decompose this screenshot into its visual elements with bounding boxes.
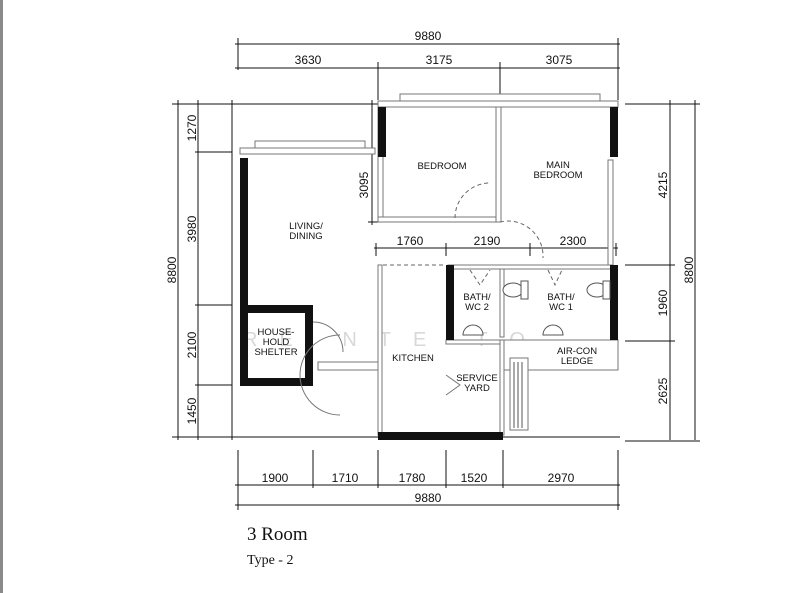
- dim-bottom-2: 1710: [332, 471, 359, 485]
- dim-bottom-1: 1900: [262, 471, 289, 485]
- dim-left-4: 1450: [185, 397, 199, 424]
- dim-bottom-total: 9880: [415, 491, 442, 505]
- entrance-doors: [299, 321, 461, 416]
- dim-top-3: 3075: [546, 53, 573, 67]
- room-aircon-line2: LEDGE: [561, 356, 593, 367]
- dim-top-1: 3630: [295, 53, 322, 67]
- room-main-bedroom-line1: MAIN: [546, 160, 570, 171]
- dim-inner-2: 2190: [474, 234, 501, 248]
- room-bath1-line2: WC 1: [549, 302, 573, 313]
- dim-left-2: 3980: [185, 215, 199, 242]
- dim-bottom-3: 1780: [399, 471, 426, 485]
- plan-subtitle: Type - 2: [247, 553, 294, 568]
- room-bath2-line1: BATH/: [463, 292, 491, 303]
- dim-bottom-5: 2970: [548, 471, 575, 485]
- room-main-bedroom-line2: BEDROOM: [533, 170, 582, 181]
- room-bedroom: BEDROOM: [417, 161, 466, 172]
- left-edge-strip: [0, 0, 3, 593]
- dim-inner-1: 1760: [397, 234, 424, 248]
- dim-right-total: 8800: [682, 256, 696, 283]
- room-shelter-line1: HOUSE-: [258, 327, 295, 338]
- room-service-yard-line2: YARD: [464, 383, 490, 394]
- doors: [383, 182, 563, 287]
- dimension-lines: [172, 38, 700, 510]
- room-living-line1: LIVING/: [289, 221, 323, 232]
- dim-inner-3: 2300: [560, 234, 587, 248]
- room-service-yard-line1: SERVICE: [456, 373, 498, 384]
- dim-right-2: 1960: [656, 289, 670, 316]
- dim-bottom-4: 1520: [461, 471, 488, 485]
- plan-title: 3 Room: [247, 524, 308, 545]
- room-aircon-line1: AIR-CON: [557, 346, 597, 357]
- fixtures: [462, 280, 611, 428]
- room-kitchen: KITCHEN: [392, 353, 434, 364]
- room-shelter-line2: HOLD: [263, 337, 290, 348]
- thick-walls: [240, 107, 618, 440]
- dim-right-3: 2625: [656, 377, 670, 404]
- room-bath1-line1: BATH/: [547, 292, 575, 303]
- room-bath2-line2: WC 2: [465, 302, 489, 313]
- dim-inner-vertical: 3095: [357, 171, 371, 198]
- room-living-line2: DINING: [289, 231, 322, 242]
- room-shelter-line3: SHELTER: [254, 347, 297, 358]
- dim-left-1: 1270: [185, 114, 199, 141]
- dim-left-3: 2100: [185, 331, 199, 358]
- dim-right-1: 4215: [656, 171, 670, 198]
- dim-top-total: 9880: [415, 29, 442, 43]
- dim-left-total: 8800: [165, 256, 179, 283]
- dim-top-2: 3175: [426, 53, 453, 67]
